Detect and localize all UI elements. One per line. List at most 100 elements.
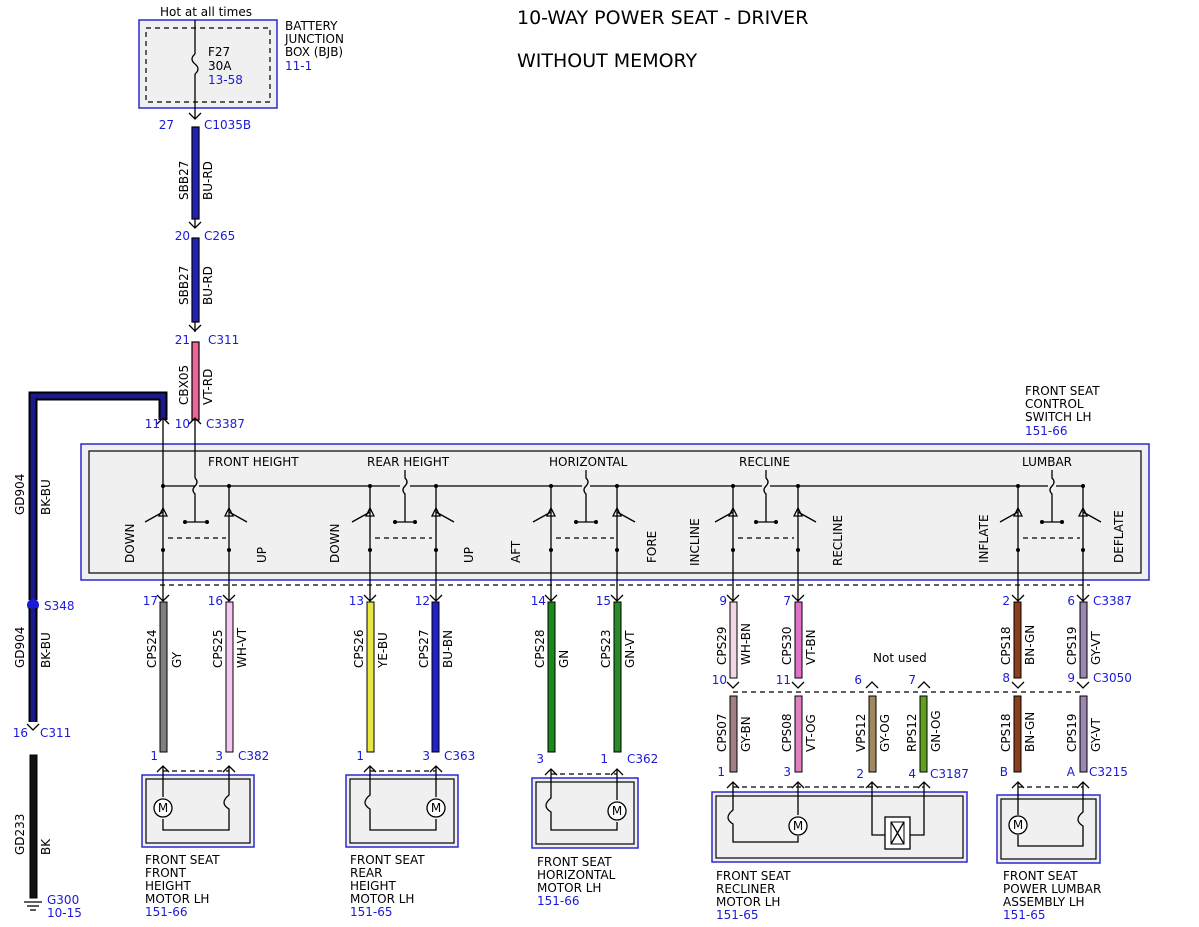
connector-c3387-top: C3387 (206, 417, 245, 431)
svg-text:CPS18: CPS18 (999, 713, 1013, 752)
switch-name-2: CONTROL (1025, 397, 1084, 411)
svg-text:B: B (1000, 765, 1008, 779)
svg-text:VT-OG: VT-OG (804, 714, 818, 752)
svg-text:ASSEMBLY LH: ASSEMBLY LH (1003, 895, 1085, 909)
svg-text:GN: GN (557, 650, 571, 668)
svg-text:14: 14 (531, 594, 546, 608)
connector-c311-gnd: C311 (40, 726, 71, 740)
svg-text:CPS07: CPS07 (715, 713, 729, 752)
svg-text:GY-BN: GY-BN (739, 716, 753, 752)
svg-text:9: 9 (1067, 671, 1075, 685)
section-horizontal: HORIZONTAL (549, 455, 628, 469)
svg-text:POWER LUMBAR: POWER LUMBAR (1003, 882, 1101, 896)
bjb-name-1: BATTERY (285, 19, 338, 33)
svg-text:151-65: 151-65 (716, 908, 759, 922)
switch-name-1: FRONT SEAT (1025, 384, 1100, 398)
svg-text:GN-OG: GN-OG (929, 710, 943, 752)
svg-text:Not used: Not used (873, 651, 927, 665)
svg-text:M: M (793, 819, 803, 833)
svg-text:8: 8 (1002, 671, 1010, 685)
svg-text:10: 10 (712, 673, 727, 687)
svg-text:GN-VT: GN-VT (623, 630, 637, 668)
svg-text:151-66: 151-66 (145, 905, 188, 919)
svg-text:GY-VT: GY-VT (1089, 718, 1103, 752)
svg-text:C362: C362 (627, 752, 658, 766)
gnd-circuit-2: GD904 (13, 627, 27, 668)
svg-text:151-65: 151-65 (350, 905, 393, 919)
svg-text:BN-GN: BN-GN (1023, 712, 1037, 752)
svg-text:1: 1 (150, 749, 158, 763)
svg-text:CPS19: CPS19 (1065, 713, 1079, 752)
bjb-ref: 11-1 (285, 59, 312, 73)
section-recline: RECLINE (739, 455, 790, 469)
fuse-icon (191, 53, 199, 75)
svg-text:7: 7 (908, 673, 916, 687)
svg-text:YE-BU: YE-BU (376, 632, 390, 669)
svg-text:2: 2 (1002, 594, 1010, 608)
gnd-connector-arrow (156, 417, 170, 425)
pin-20: 20 (175, 229, 190, 243)
svg-text:GY-VT: GY-VT (1089, 631, 1103, 665)
svg-text:C3387: C3387 (1093, 594, 1132, 608)
ground-ref: 10-15 (47, 906, 82, 920)
svg-text:6: 6 (854, 673, 862, 687)
section-front-height: FRONT HEIGHT (208, 455, 299, 469)
svg-text:3: 3 (215, 749, 223, 763)
motor-icon (426, 798, 446, 818)
gnd-color-1: BK-BU (39, 479, 53, 515)
diagram-title: 10-WAY POWER SEAT - DRIVER (517, 7, 808, 29)
svg-text:3: 3 (536, 752, 544, 766)
feed-wire-3: 21 C311 CBX05 VT-RD (175, 333, 239, 421)
label-down-rear: DOWN (328, 523, 342, 563)
gnd-color-3: BK (39, 838, 53, 855)
label-inflate: INFLATE (977, 514, 991, 563)
connector-c265: C265 (204, 229, 235, 243)
svg-text:CPS24: CPS24 (145, 629, 159, 668)
lumbar-assembly: CPS18 BN-GN CPS19 GY-VT B A C3215 M FRON… (996, 695, 1128, 922)
svg-text:BU-BN: BU-BN (441, 630, 455, 668)
svg-text:M: M (1013, 818, 1023, 832)
front-height-motor: 1 3 C382 M FRONT SEAT FRONT HEIGHT MOTOR… (141, 749, 269, 919)
svg-text:CPS27: CPS27 (417, 629, 431, 668)
horizontal-motor: 3 1 C362 M FRONT SEAT HORIZONTAL MOTOR L… (531, 752, 658, 908)
pin-11: 11 (145, 417, 160, 431)
svg-text:HORIZONTAL: HORIZONTAL (537, 868, 616, 882)
svg-text:C3187: C3187 (930, 767, 969, 781)
hot-at-all-times-label: Hot at all times (160, 5, 252, 19)
ground-g300: G300 (47, 893, 79, 907)
svg-text:M: M (158, 801, 168, 815)
svg-text:1: 1 (356, 749, 364, 763)
motor-icon (153, 798, 173, 818)
svg-text:REAR: REAR (350, 866, 382, 880)
color-bu-rd-b: BU-RD (201, 266, 215, 305)
recliner-motor: Not used 10 11 6 7 8 9 C3050 CPS07 GY-BN… (711, 651, 1132, 922)
fuse-ref: 13-58 (208, 73, 243, 87)
svg-text:C363: C363 (444, 749, 475, 763)
switch-ref: 151-66 (1025, 424, 1068, 438)
svg-text:1: 1 (717, 765, 725, 779)
svg-text:RPS12: RPS12 (905, 714, 919, 752)
svg-text:BN-GN: BN-GN (1023, 625, 1037, 665)
diagram-subtitle: WITHOUT MEMORY (517, 50, 698, 72)
svg-text:CPS26: CPS26 (352, 629, 366, 668)
svg-text:CPS25: CPS25 (211, 629, 225, 668)
svg-text:151-65: 151-65 (1003, 908, 1046, 922)
svg-text:12: 12 (415, 594, 430, 608)
bjb-name-3: BOX (BJB) (285, 45, 343, 59)
svg-text:VT-BN: VT-BN (804, 629, 818, 665)
section-lumbar: LUMBAR (1022, 455, 1072, 469)
feed-wire-1: 27 C1035B SBB27 BU-RD (159, 118, 251, 220)
svg-text:11: 11 (776, 673, 791, 687)
svg-text:4: 4 (908, 767, 916, 781)
ground-icon (24, 901, 42, 911)
label-deflate: DEFLATE (1112, 510, 1126, 563)
svg-text:VPS12: VPS12 (854, 714, 868, 752)
gnd-color-2: BK-BU (39, 632, 53, 668)
output-wires: 17 CPS24 GY 16 CPS25 WH-VT 13 CPS26 YE-B… (143, 594, 1132, 753)
svg-text:CPS18: CPS18 (999, 626, 1013, 665)
connector-c1035b: C1035B (204, 118, 251, 132)
svg-text:FRONT SEAT: FRONT SEAT (537, 855, 612, 869)
label-down-front: DOWN (123, 523, 137, 563)
svg-text:CPS28: CPS28 (533, 629, 547, 668)
label-up-rear: UP (462, 547, 476, 563)
